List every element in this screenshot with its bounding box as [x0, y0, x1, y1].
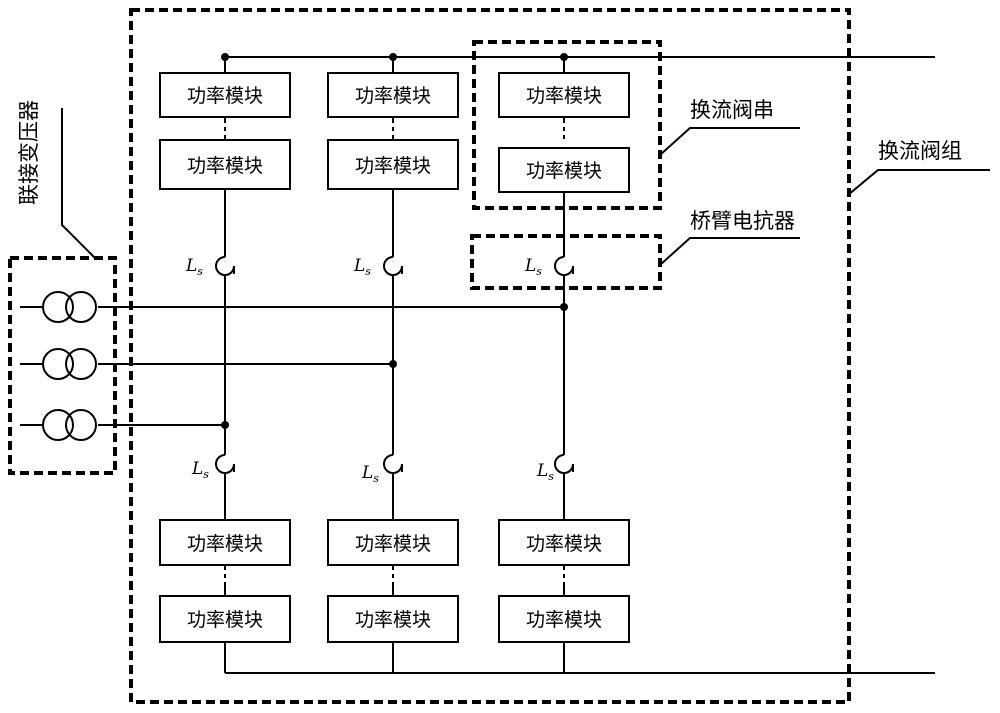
- svg-text:功率模块: 功率模块: [355, 155, 431, 177]
- svg-text:Ls: Ls: [185, 256, 203, 278]
- svg-text:Ls: Ls: [536, 461, 554, 483]
- power-module: 功率模块: [327, 139, 459, 190]
- power-module: 功率模块: [498, 519, 630, 566]
- power-module: 功率模块: [159, 519, 291, 566]
- inductor-label: Ls: [524, 256, 542, 278]
- power-module: 功率模块: [159, 72, 291, 118]
- transformer-a: [20, 291, 97, 323]
- arm-reactor-leader: [659, 237, 800, 266]
- valve-string-box: [472, 40, 662, 210]
- valve-string-leader: [659, 127, 800, 156]
- power-module: 功率模块: [159, 595, 291, 643]
- svg-text:Ls: Ls: [353, 256, 371, 278]
- valve-group-label: 换流阀组: [878, 139, 962, 163]
- junction-dot: [560, 303, 568, 311]
- power-module: 功率模块: [327, 519, 459, 566]
- svg-text:功率模块: 功率模块: [526, 533, 602, 555]
- power-module: 功率模块: [327, 72, 459, 118]
- arm-reactor-label: 桥臂电抗器: [690, 209, 795, 233]
- svg-text:Ls: Ls: [361, 463, 379, 485]
- transformer-leader: [61, 108, 96, 259]
- svg-text:Ls: Ls: [191, 459, 209, 481]
- power-module: 功率模块: [498, 595, 630, 643]
- transformer-box: [8, 256, 117, 475]
- svg-text:功率模块: 功率模块: [526, 609, 602, 631]
- svg-text:功率模块: 功率模块: [355, 533, 431, 555]
- power-module: 功率模块: [159, 139, 291, 190]
- svg-text:功率模块: 功率模块: [187, 85, 263, 107]
- transformer-c: [20, 409, 97, 441]
- svg-text:Ls: Ls: [524, 256, 542, 278]
- svg-text:功率模块: 功率模块: [355, 85, 431, 107]
- svg-text:功率模块: 功率模块: [187, 155, 263, 177]
- inductor-label: Ls: [191, 459, 209, 481]
- power-module: 功率模块: [498, 72, 630, 118]
- transformer-label: 联接变压器: [17, 100, 41, 205]
- valve-group-box: [129, 8, 851, 704]
- inductor-label: Ls: [361, 463, 379, 485]
- inductor-label: Ls: [536, 461, 554, 483]
- valve-group-leader: [847, 169, 990, 196]
- junction-dot: [389, 360, 397, 368]
- svg-text:功率模块: 功率模块: [355, 609, 431, 631]
- svg-text:功率模块: 功率模块: [187, 533, 263, 555]
- arm-reactor-box: [470, 234, 662, 290]
- junction-dot: [221, 421, 229, 429]
- svg-text:功率模块: 功率模块: [526, 85, 602, 107]
- power-module: 功率模块: [327, 595, 459, 643]
- inductor-label: Ls: [185, 256, 203, 278]
- svg-text:功率模块: 功率模块: [526, 160, 602, 182]
- svg-text:功率模块: 功率模块: [187, 609, 263, 631]
- power-module: 功率模块: [498, 147, 630, 193]
- valve-string-label: 换流阀串: [690, 98, 774, 122]
- transformer-b: [20, 348, 97, 380]
- inductor-label: Ls: [353, 256, 371, 278]
